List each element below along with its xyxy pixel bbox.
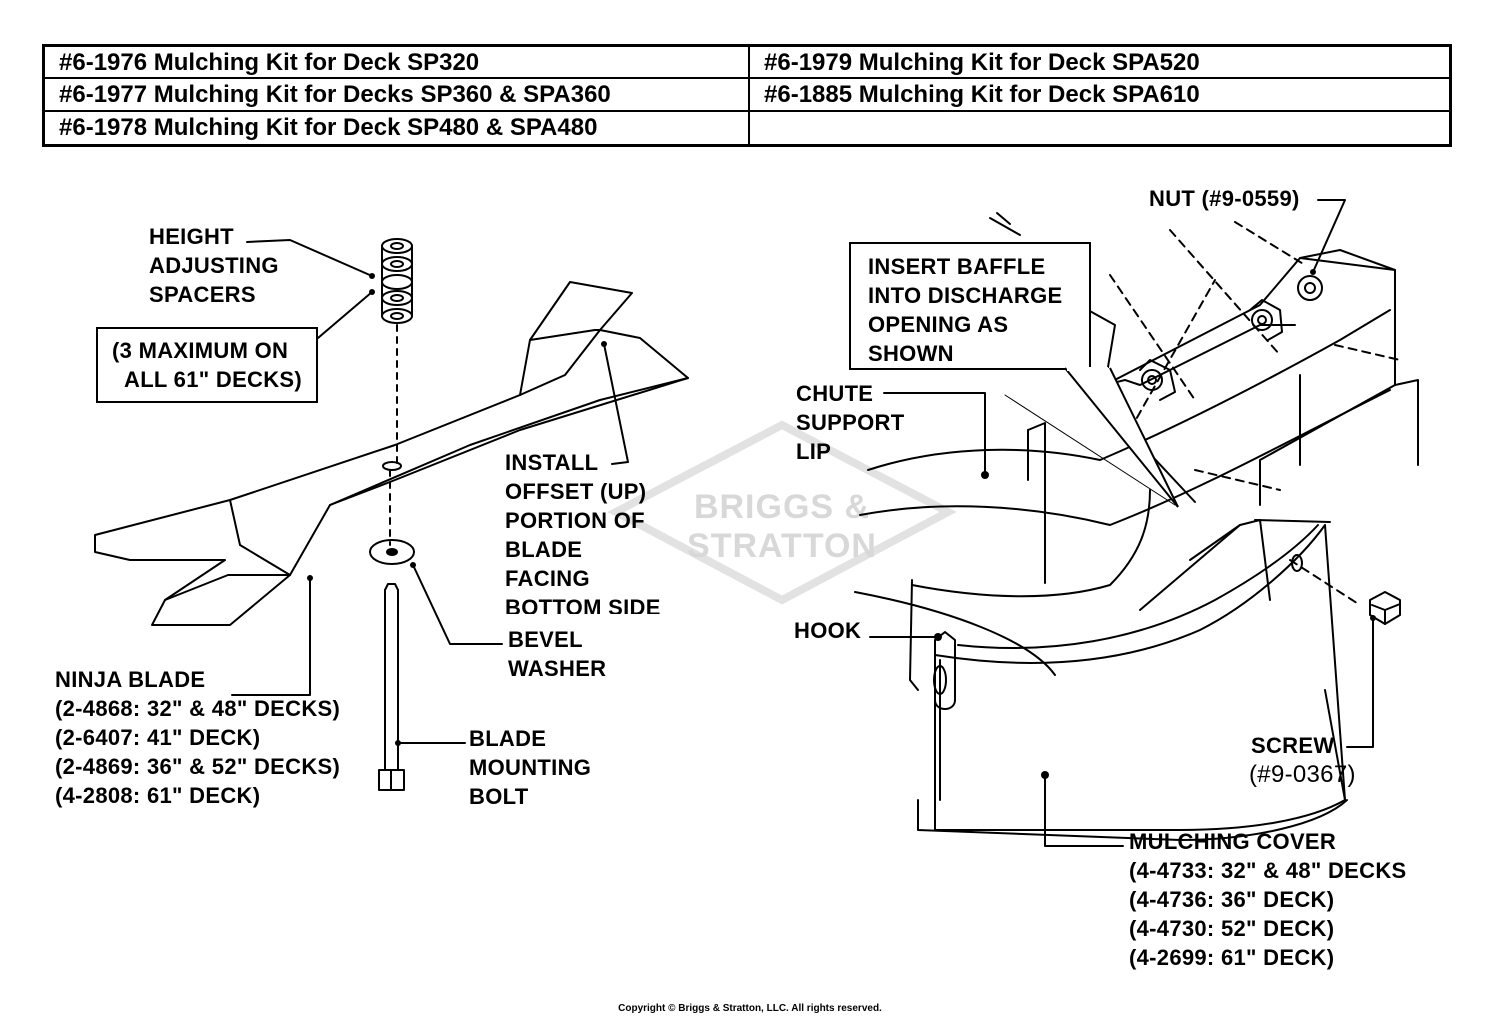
screw-label: SCREW [1251,733,1335,758]
kit-table: #6-1976 Mulching Kit for Deck SP320 #6-1… [42,44,1452,147]
max-note-box [96,327,318,403]
label-line: (3 MAXIMUM ON [112,338,289,363]
kit-cell: #6-1885 Mulching Kit for Deck SPA610 [750,79,1449,112]
ninja-blade-label: NINJA BLADE (2-4868: 32" & 48" DECKS) (2… [55,665,340,810]
label-line: BOTTOM SIDE [505,595,661,614]
label-line: OPENING AS [868,312,1009,337]
mounting-bolt-label: BLADE MOUNTING BOLT [469,724,591,811]
label-line: WASHER [508,656,607,681]
install-note-label: INSTALL OFFSET (UP) PORTION OF BLADE FAC… [505,448,661,614]
bevel-washer [369,539,415,565]
label-line: MULCHING COVER [1129,829,1337,854]
hook-label: HOOK [794,618,862,643]
mulching-cover-label: MULCHING COVER (4-4733: 32" & 48" DECKS … [1129,827,1407,972]
label-line: LIP [796,439,832,464]
kit-cell: #6-1977 Mulching Kit for Decks SP360 & S… [45,79,750,112]
label-line: BLADE [469,726,547,751]
label-line: (4-4733: 32" & 48" DECKS [1129,858,1407,883]
kit-cell: #6-1979 Mulching Kit for Deck SPA520 [750,47,1449,80]
kit-cell: #6-1978 Mulching Kit for Deck SP480 & SP… [45,111,750,144]
label-line: (2-6407: 41" DECK) [55,725,261,750]
label-line: (4-2808: 61" DECK) [55,783,261,808]
label-line: FACING [505,566,590,591]
copyright-notice: Copyright © Briggs & Stratton, LLC. All … [618,1003,882,1014]
label-line: SUPPORT [796,410,905,435]
label-line: (2-4869: 36" & 52" DECKS) [55,754,341,779]
label-line: INTO DISCHARGE [868,283,1063,308]
label-line: SPACERS [149,282,256,307]
label-line: NINJA BLADE [55,667,206,692]
label-line: (4-4736: 36" DECK) [1129,887,1335,912]
label-line: ALL 61" DECKS) [124,367,303,392]
max-note-label: (3 MAXIMUM ON ALL 61" DECKS) [112,336,302,394]
height-spacers-label: HEIGHT ADJUSTING SPACERS [149,222,279,309]
label-line: INSERT BAFFLE [868,254,1046,279]
height-spacer-stack [381,238,413,324]
kit-cell: #6-1976 Mulching Kit for Deck SP320 [45,47,750,80]
label-line: (2-4868: 32" & 48" DECKS) [55,696,341,721]
nut-label: NUT (#9-0559) [1149,186,1300,211]
mulching-cover [917,519,1348,841]
label-line: ADJUSTING [149,253,279,278]
baffle-note-box [849,242,1091,370]
label-line: PORTION OF [505,508,645,533]
chute-lip-label: CHUTE SUPPORT LIP [796,379,904,466]
watermark: BRIGGS & STRATTON [687,488,877,565]
ninja-blade [94,281,689,626]
bevel-washer-label: BEVEL WASHER [508,625,606,683]
label-line: CHUTE [796,381,874,406]
label-line: (4-2699: 61" DECK) [1129,945,1335,970]
label-line: BOLT [469,784,529,809]
label-line: OFFSET (UP) [505,479,647,504]
label-line: BLADE [505,537,583,562]
label-line: (4-4730: 52" DECK) [1129,916,1335,941]
screw [1369,591,1401,625]
baffle-note-label: INSERT BAFFLE INTO DISCHARGE OPENING AS … [868,252,1062,368]
label-line: INSTALL [505,450,599,475]
screw-part-label: (#9-0367) [1249,761,1356,788]
label-line: HEIGHT [149,224,234,249]
label-line: SHOWN [868,341,954,366]
label-line: MOUNTING [469,755,592,780]
label-line: BEVEL [508,627,583,652]
